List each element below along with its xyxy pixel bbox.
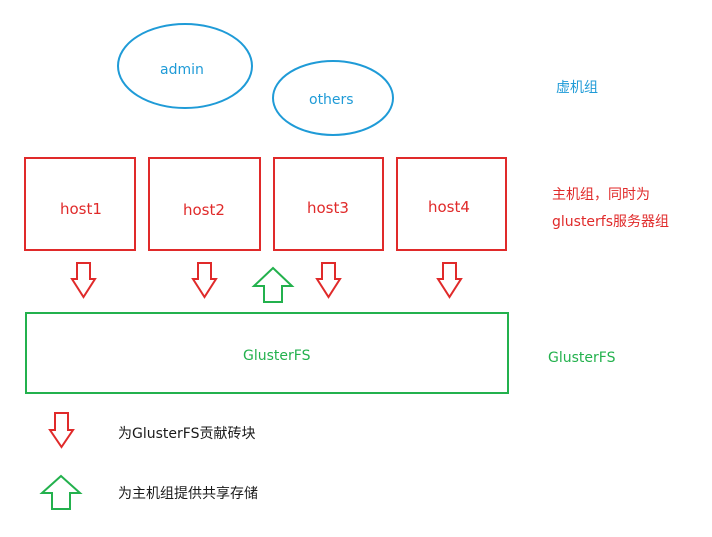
legend-down-arrow [48,412,75,449]
glusterfs-box-label: GlusterFS [243,348,311,364]
down-arrow-host3 [315,262,342,299]
vm-others-label: others [309,92,354,108]
legend-up-arrow [39,474,83,510]
host3-box [273,157,384,251]
glusterfs-box [25,312,509,394]
host1-box [24,157,136,251]
host3-label: host3 [307,199,349,217]
host-group-label-line2: glusterfs服务器组 [552,214,670,230]
host4-label: host4 [428,198,470,216]
down-arrow-host2 [191,262,218,299]
host-group-label-line1: 主机组，同时为 [552,187,650,203]
vm-group-label: 虚机组 [556,80,598,96]
host2-label: host2 [183,201,225,219]
host4-box [396,157,507,251]
down-arrow-host4 [436,262,463,299]
vm-admin-label: admin [160,62,204,78]
glusterfs-side-label: GlusterFS [548,350,616,366]
up-arrow-storage [251,266,295,303]
down-arrow-host1 [70,262,97,299]
host2-box [148,157,261,251]
vm-admin-ellipse [117,23,253,109]
legend-contribute-label: 为GlusterFS贡献砖块 [118,426,256,442]
host1-label: host1 [60,200,102,218]
legend-provide-label: 为主机组提供共享存储 [118,486,258,502]
vm-others-ellipse [272,60,394,136]
